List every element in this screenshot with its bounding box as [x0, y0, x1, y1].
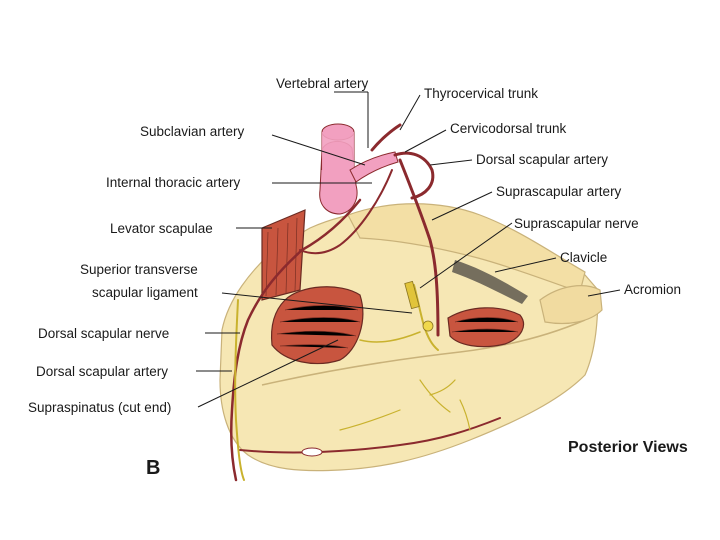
clavicle-shadow: [452, 260, 528, 304]
view-caption: Posterior Views: [568, 439, 688, 456]
scapula-bone: [219, 209, 599, 472]
subclavian-branch: [349, 151, 399, 183]
label-superior-transverse: Superior transverse: [80, 262, 198, 277]
leader-lines: [196, 91, 621, 408]
scapula-illustration: [219, 123, 603, 482]
label-levator-scapulae: Levator scapulae: [110, 221, 213, 236]
labels: Vertebral artery Thyrocervical trunk Sub…: [28, 76, 688, 479]
panel-letter: B: [146, 457, 160, 479]
label-dorsal-scapular-artery-left: Dorsal scapular artery: [36, 364, 168, 379]
label-thyrocervical-trunk: Thyrocervical trunk: [424, 86, 538, 101]
label-scapular-ligament: scapular ligament: [92, 285, 198, 300]
label-clavicle: Clavicle: [560, 250, 607, 265]
label-subclavian-artery: Subclavian artery: [140, 124, 245, 139]
label-vertebral-artery: Vertebral artery: [276, 76, 369, 91]
label-dorsal-scapular-nerve: Dorsal scapular nerve: [38, 326, 169, 341]
supraspinatus-lateral: [447, 307, 525, 348]
label-dorsal-scapular-artery-top: Dorsal scapular artery: [476, 152, 608, 167]
label-suprascapular-nerve: Suprascapular nerve: [514, 216, 639, 231]
label-supraspinatus: Supraspinatus (cut end): [28, 400, 171, 415]
label-internal-thoracic-artery: Internal thoracic artery: [106, 175, 241, 190]
label-cervicodorsal-trunk: Cervicodorsal trunk: [450, 121, 567, 136]
clavicle-bone: [347, 203, 586, 293]
scapular-spine: [261, 319, 586, 386]
acromion-bone: [539, 285, 603, 325]
levator-scapulae-muscle: [261, 209, 306, 301]
label-acromion: Acromion: [624, 282, 681, 297]
label-suprascapular-artery: Suprascapular artery: [496, 184, 622, 199]
